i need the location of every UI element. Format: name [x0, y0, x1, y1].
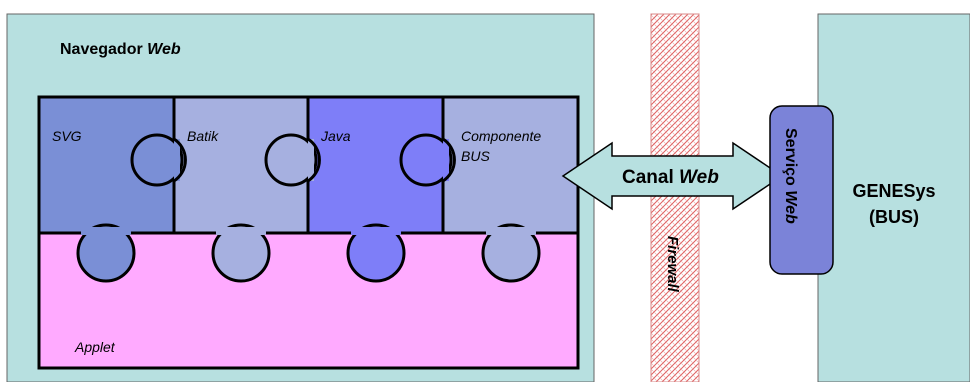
service-box — [769, 105, 834, 275]
knob-svg-to-batik — [130, 133, 184, 187]
firewall-label: Firewall — [664, 236, 681, 293]
knob-java-bottom — [346, 223, 406, 283]
puzzle-label-bus-line1: Componente — [461, 128, 541, 144]
puzzle-label-java: Java — [320, 128, 351, 144]
knob-seam-covers — [174, 139, 449, 181]
puzzle-label-batik: Batik — [187, 128, 219, 144]
server-label-line2: (BUS) — [869, 207, 919, 227]
puzzle-label-bus-line2: BUS — [461, 148, 490, 164]
browser-label: Navegador Web — [60, 41, 181, 58]
knob-java-to-bus — [399, 133, 453, 187]
side-knob-outlines — [173, 137, 456, 183]
knob-svg-bottom — [76, 223, 136, 283]
bottom-knobs — [76, 223, 541, 283]
puzzle-label-svg: SVG — [52, 128, 82, 144]
applet-label: Applet — [74, 339, 116, 355]
firewall-strip — [650, 13, 700, 382]
side-knobs — [130, 133, 453, 187]
service-label: Serviço Web — [782, 128, 799, 224]
server-panel — [817, 13, 970, 382]
server-label-line1: GENESys — [852, 181, 935, 201]
bottom-seam-covers — [81, 227, 536, 235]
channel-label: Canal Web — [622, 167, 719, 188]
knob-bus-bottom — [481, 223, 541, 283]
knob-batik-bottom — [211, 223, 271, 283]
puzzle-piece-bus — [441, 95, 580, 235]
knob-batik-to-java — [264, 133, 318, 187]
